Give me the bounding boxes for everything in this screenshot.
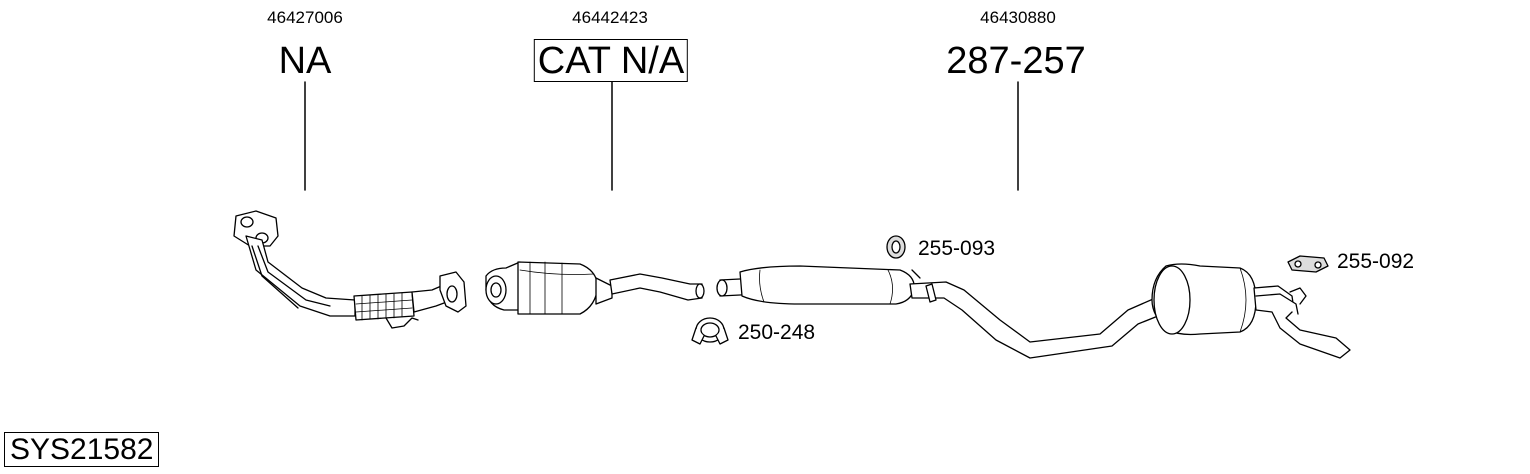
catalytic-converter-part[interactable] (485, 261, 705, 315)
pipe-clamp-icon[interactable] (691, 317, 729, 345)
rubber-strap-hanger-icon[interactable] (1287, 255, 1329, 273)
oe-number-middle-rear-silencer: 46430880 (980, 8, 1056, 27)
part-label-front-pipe[interactable]: NA (278, 40, 332, 82)
part-label-middle-rear-silencer[interactable]: 287-257 (946, 40, 1086, 82)
oe-number-catalyst: 46442423 (572, 8, 648, 27)
middle-rear-silencer-part[interactable] (716, 263, 1351, 359)
part-label-catalyst[interactable]: CAT N/A (533, 39, 689, 82)
system-code-label: SYS21582 (4, 432, 160, 467)
front-pipe-part[interactable] (233, 210, 467, 329)
oe-number-front-pipe: 46427006 (267, 8, 343, 27)
rubber-ring-hanger-icon[interactable] (886, 235, 906, 259)
accessory-label-ring-hanger[interactable]: 255-093 (918, 237, 996, 260)
accessory-label-strap-hanger[interactable]: 255-092 (1337, 250, 1415, 273)
accessory-label-pipe-clamp[interactable]: 250-248 (738, 321, 816, 344)
